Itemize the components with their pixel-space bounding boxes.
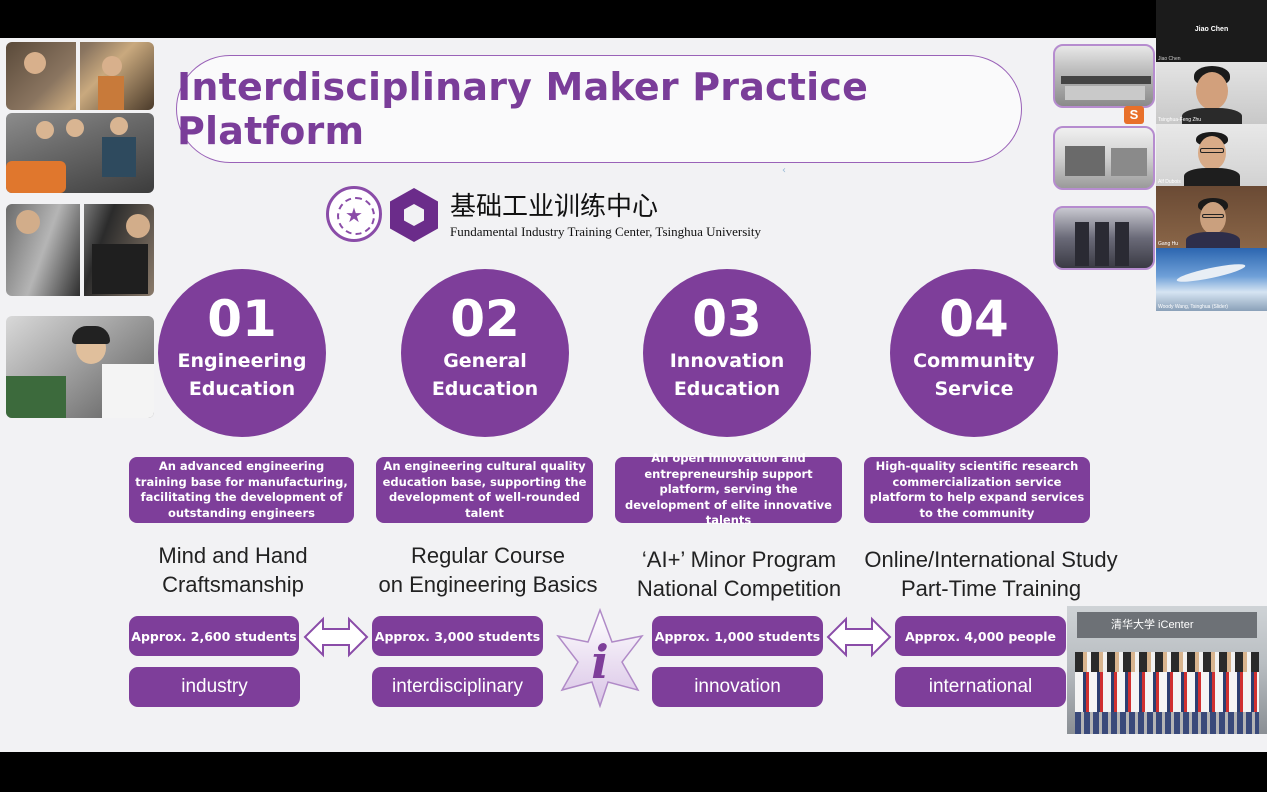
pillar-title-line2: Education — [188, 378, 296, 400]
pillar-title-line1: Engineering — [177, 350, 307, 372]
participant-label: Tsinghua-Feng Zhu — [1158, 117, 1202, 123]
svg-text:i: i — [591, 635, 608, 689]
course-line2: on Engineering Basics — [378, 572, 598, 597]
pillar-course: Online/International Study Part-Time Tra… — [854, 545, 1128, 603]
pillar-description: High-quality scientific research commerc… — [864, 457, 1090, 523]
pillar-description: An engineering cultural quality educatio… — [376, 457, 593, 523]
active-speaker-name: Jiao Chen — [1194, 26, 1229, 33]
pillar-keyword: international — [895, 667, 1066, 707]
lab-photo-1 — [1053, 44, 1155, 108]
pillar-count: Approx. 2,600 students — [129, 616, 299, 656]
slide-title-box: Interdisciplinary Maker Practice Platfor… — [176, 55, 1022, 163]
pillar-title-line2: Service — [934, 378, 1014, 400]
slide-title: Interdisciplinary Maker Practice Platfor… — [177, 65, 869, 153]
course-line1: Regular Course — [410, 543, 566, 568]
pillar-circle-engineering: 01 Engineering Education — [158, 269, 326, 437]
i-star-badge-icon: i — [556, 608, 644, 708]
center-name-cn: 基础工业训练中心 — [450, 192, 659, 222]
workshop-photo-4 — [6, 316, 154, 418]
workshop-photo-2 — [6, 113, 154, 193]
pillar-circle-community: 04 Community Service — [890, 269, 1058, 437]
pillar-keyword: innovation — [652, 667, 823, 707]
pillar-number: 02 — [450, 290, 520, 348]
pillar-course: Regular Course on Engineering Basics — [370, 541, 606, 599]
pillar-keyword: interdisciplinary — [372, 667, 543, 707]
center-logo-row: ★ 基础工业训练中心 Fundamental Industry Training… — [326, 186, 786, 246]
center-name-en: Fundamental Industry Training Center, Ts… — [450, 224, 762, 239]
pillar-number: 01 — [207, 290, 277, 348]
group-photo-sign: 清华大学 iCenter — [1111, 619, 1194, 631]
pillar-course: ‘AI+’ Minor Program National Competition — [620, 545, 858, 603]
pillar-description: An open innovation and entrepreneurship … — [615, 451, 842, 527]
course-line2: Part-Time Training — [900, 576, 1082, 601]
pillar-circle-innovation: 03 Innovation Education — [643, 269, 811, 437]
tsinghua-seal-icon: ★ — [326, 186, 382, 242]
course-line1: Online/International Study — [864, 547, 1118, 572]
bottom-letterbox — [0, 752, 1267, 792]
pillar-title-line2: Education — [673, 378, 781, 400]
presentation-slide: Interdisciplinary Maker Practice Platfor… — [0, 38, 1267, 752]
group-photo: 清华大学 iCenter — [1067, 606, 1267, 734]
pillar-number: 03 — [692, 290, 762, 348]
course-line1: Mind and Hand — [158, 543, 308, 568]
lab-photo-3 — [1053, 206, 1155, 270]
participant-label: Gang Hu — [1158, 241, 1179, 247]
participant-tile[interactable]: Gang Hu — [1156, 186, 1267, 248]
pillar-keyword: industry — [129, 667, 300, 707]
double-arrow-icon — [303, 616, 369, 658]
participant-tile[interactable]: Woody Wang, Tsinghua (Slider) — [1156, 248, 1267, 311]
workshop-photo-1 — [6, 42, 154, 110]
pillar-title-line1: Innovation — [669, 350, 785, 372]
pillar-count: Approx. 4,000 people — [895, 616, 1066, 656]
pillar-count: Approx. 3,000 students — [372, 616, 543, 656]
workshop-photo-3 — [6, 204, 154, 296]
double-arrow-icon — [826, 616, 892, 658]
participant-tile[interactable]: Alf Dubois — [1156, 124, 1267, 186]
pillar-title-line1: General — [443, 350, 527, 372]
pillar-count: Approx. 1,000 students — [652, 616, 823, 656]
ime-s-icon: S — [1124, 106, 1144, 124]
pillar-title-line2: Education — [431, 378, 539, 400]
course-line1: ‘AI+’ Minor Program — [641, 547, 837, 572]
pillar-course: Mind and Hand Craftsmanship — [118, 541, 348, 599]
pillar-number: 04 — [939, 290, 1009, 348]
lab-photo-2 — [1053, 126, 1155, 190]
participant-label: Jiao Chen — [1158, 56, 1181, 62]
cursor-mark: ‹ — [782, 165, 786, 176]
pillar-description: An advanced engineering training base fo… — [129, 457, 354, 523]
participant-label: Woody Wang, Tsinghua (Slider) — [1158, 304, 1228, 310]
participant-label: Alf Dubois — [1158, 179, 1181, 185]
participant-tile[interactable]: Tsinghua-Feng Zhu — [1156, 62, 1267, 124]
course-line2: National Competition — [636, 576, 842, 601]
pillar-title-line1: Community — [913, 350, 1035, 372]
course-line2: Craftsmanship — [162, 572, 304, 597]
pillar-circle-general: 02 General Education — [401, 269, 569, 437]
